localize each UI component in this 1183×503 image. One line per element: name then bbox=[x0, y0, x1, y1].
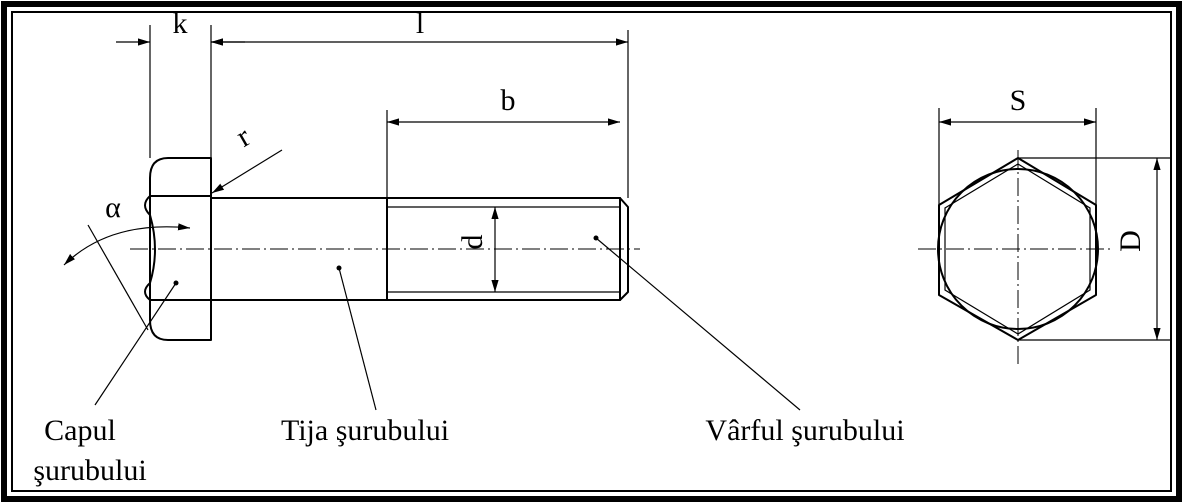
dimension-d: d bbox=[456, 207, 499, 292]
bolt-end-view bbox=[918, 150, 1110, 365]
head-caption-line1: Capul bbox=[44, 414, 116, 447]
dimension-b: b bbox=[386, 84, 620, 198]
dimension-b-label: b bbox=[501, 84, 516, 117]
head-curve-1 bbox=[144, 195, 151, 216]
frame-inner-border bbox=[11, 11, 1172, 492]
bolt-side-view bbox=[130, 157, 640, 341]
dimension-r-label: r bbox=[231, 120, 256, 154]
dimension-l-label: l bbox=[416, 7, 424, 40]
shank-caption: Tija şurubului bbox=[281, 414, 449, 447]
tip-leader bbox=[595, 237, 801, 411]
head-caption-line2: şurubului bbox=[33, 454, 146, 487]
alpha-reference-line bbox=[87, 224, 149, 331]
dimension-k: k bbox=[116, 7, 245, 158]
dimension-s: S bbox=[938, 84, 1097, 205]
tip-caption: Vârful şurubului bbox=[705, 414, 904, 447]
dimension-d-label: d bbox=[456, 235, 489, 250]
dimension-D: D bbox=[1018, 157, 1170, 341]
alpha-arc bbox=[63, 223, 191, 266]
dimension-r: r bbox=[211, 120, 283, 194]
dimension-s-label: S bbox=[1010, 84, 1027, 117]
dimension-D-label: D bbox=[1114, 230, 1147, 252]
head-curve-2 bbox=[144, 282, 151, 301]
r-leader bbox=[211, 149, 283, 194]
bolt-head bbox=[149, 157, 212, 341]
dimension-alpha: α bbox=[63, 191, 191, 331]
dimension-l: l bbox=[211, 7, 629, 198]
dimension-alpha-label: α bbox=[105, 191, 121, 224]
dimension-k-label: k bbox=[173, 7, 188, 40]
callouts: Capul şurubului Tija şurubului Vârful şu… bbox=[33, 235, 905, 487]
head-leader bbox=[94, 282, 177, 406]
shank-leader bbox=[338, 267, 377, 411]
